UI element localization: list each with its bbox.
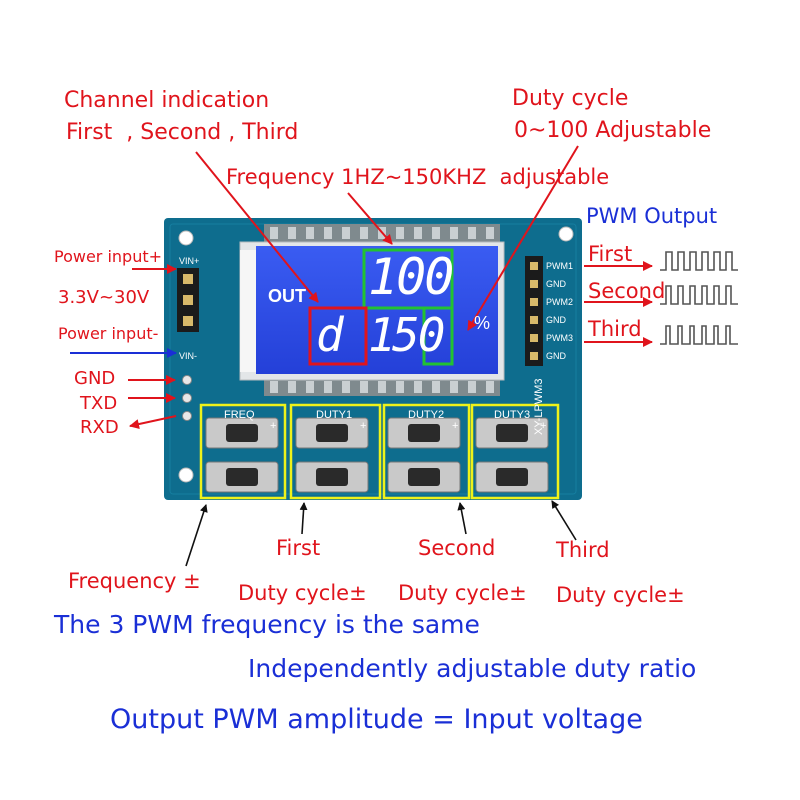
duty-cycle-pm-label-2: Duty cycle± [398,581,527,605]
pwm1-waveform [660,251,738,271]
rxd-label: RXD [80,417,119,438]
arrow-rxd [129,415,177,429]
third-button-label: Third [556,538,610,562]
duty-highlight [422,306,454,366]
button-highlights [199,403,560,500]
note-output-amplitude: Output PWM amplitude = Input voltage [110,704,643,735]
pwm2-waveform [660,285,738,305]
pin-label-gnd-3: GND [546,351,566,361]
first-button-label: First [276,536,321,560]
lcd-percent-sign: % [474,313,491,333]
frequency-pm-label: Frequency ± [68,569,201,593]
arrow-freq-button [185,504,208,567]
pin-label-gnd-2: GND [546,315,566,325]
pwm3-waveform [660,325,738,345]
arrow-frequency [347,192,393,245]
arrow-duty [467,145,579,331]
arrow-duty3-button [551,500,577,541]
button-label-duty2: DUTY2 [408,409,445,421]
note-independent-duty: Independently adjustable duty ratio [248,654,697,683]
output-header [525,256,543,366]
duty-cycle-pm-label-1: Duty cycle± [238,581,367,605]
pin-label-vin-plus: VIN+ [179,256,200,266]
button-group-duty1 [295,417,369,493]
duty-cycle-range: 0~100 Adjustable [514,118,712,143]
channel-indication-title: Channel indication [64,88,270,113]
button-plus-freq: + [270,420,277,432]
serial-pads [182,375,192,421]
channel-highlight [308,306,368,366]
lcd-duty-digits: 50 [392,308,445,362]
frequency-range: Frequency 1HZ~150KHZ adjustable [226,165,610,189]
arrow-duty2-button [457,502,467,535]
board-model-label: XY-LPWM3 [533,378,545,435]
pin-label-pwm2: PWM2 [546,297,573,307]
pwm-waveforms [660,251,738,345]
mounting-hole [178,230,194,246]
lcd-frequency-digits: 100 [368,248,454,306]
arrow-channel [195,151,319,303]
frequency-highlight [362,248,454,310]
button-label-freq: FREQ [224,409,255,421]
pin-label-pwm1: PWM1 [546,261,573,271]
second-button-label: Second [418,536,496,560]
pin-label-pwm3: PWM3 [546,333,573,343]
button-group-duty3 [475,417,549,493]
voltage-range-label: 3.3V~30V [58,287,150,308]
lcd-channel-char: d [316,308,344,362]
pin-label-vin-minus: VIN- [179,351,197,361]
mounting-hole [178,467,194,483]
pwm-first-label: First [588,242,633,266]
power-input-minus-label: Power input- [58,324,159,343]
lcd-screen [256,246,498,374]
power-input-plus-label: Power input+ [54,247,163,266]
pwm-third-label: Third [588,317,642,341]
duty-cycle-pm-label-3: Duty cycle± [556,583,685,607]
channel-indication-values: First , Second , Third [66,120,299,145]
duty-cycle-title: Duty cycle [512,86,629,111]
pwm-output-title: PWM Output [586,204,718,228]
button-plus-duty1: + [360,420,367,432]
button-plus-duty3: + [540,420,547,432]
note-same-frequency: The 3 PWM frequency is the same [54,610,480,639]
pin-label-gnd-1: GND [546,279,566,289]
button-label-duty1: DUTY1 [316,409,353,421]
button-plus-duty2: + [452,420,459,432]
txd-label: TXD [80,393,118,414]
lcd-channel-number: 1 [368,308,396,362]
lcd-bottom-pins [264,378,500,396]
button-label-duty3: DUTY3 [494,409,531,421]
gnd-label: GND [74,368,116,389]
button-group-freq [205,417,279,493]
pwm-second-label: Second [588,279,666,303]
mounting-hole [558,226,574,242]
power-header [177,268,199,332]
button-group-duty2 [387,417,461,493]
arrow-duty1-button [299,502,308,535]
lcd-out-label: OUT [268,286,306,306]
